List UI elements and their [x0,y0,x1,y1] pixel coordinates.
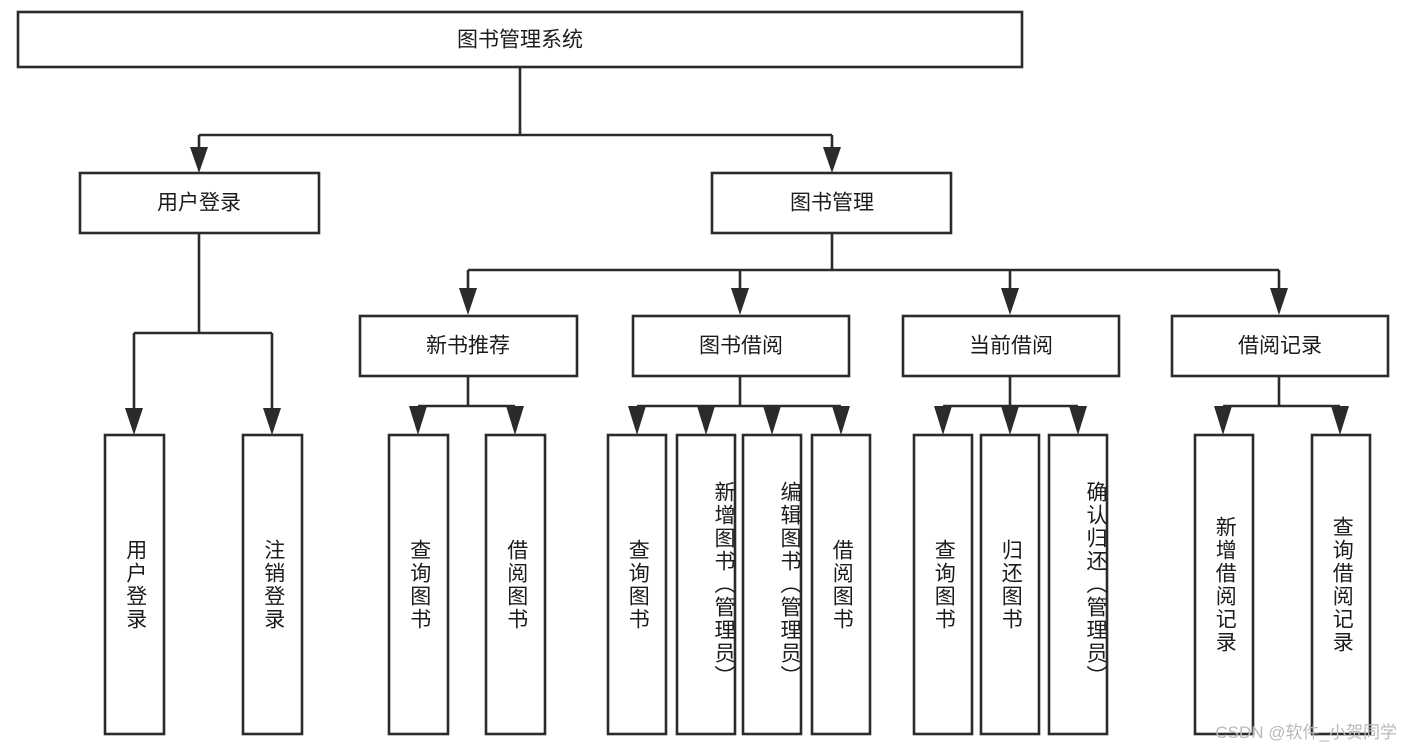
connector-user-login-to-leaves [125,233,281,435]
arrow-head-bb-leaf1 [628,406,646,435]
arrow-head-user-login [190,147,208,173]
leaf-label-edit-book-admin: 编辑图书（管理员） [778,481,801,688]
leaf-box-edit-book-admin[interactable] [741,433,803,736]
leaf-box-add-book-admin[interactable] [675,433,737,736]
node-current-borrow-box[interactable] [901,314,1121,378]
node-book-borrow-label: 图书借阅 [699,335,783,358]
connector-borrow-record-to-leaves [1214,376,1349,435]
node-current-borrow[interactable]: 当前借阅 [901,314,1121,378]
node-new-book-recommend-box[interactable] [358,314,579,378]
arrow-head-borrow-record [1270,288,1288,315]
arrow-head-book-mgmt [823,147,841,173]
arrow-head-bb-leaf3 [763,406,781,435]
leaf-box-add-borrow-record[interactable] [1193,433,1255,736]
node-borrow-record-box[interactable] [1170,314,1390,378]
node-new-book-recommend[interactable]: 新书推荐 [358,314,579,378]
connector-root-to-level1 [190,67,841,173]
leaf-box-logout[interactable] [241,433,304,736]
leaf-label-query-borrow-record: 查询借阅记录 [1330,515,1354,654]
watermark-text: CSDN @软件_小贺同学 [1215,723,1397,742]
arrow-head-bb-leaf4 [832,406,850,435]
arrow-head-cb-leaf2 [1001,406,1019,435]
arrow-head-cb-leaf1 [934,406,952,435]
arrow-head-leaf-user-login [125,408,143,435]
arrow-head-br-leaf2 [1331,406,1349,435]
connector-book-borrow-to-leaves [628,376,850,435]
connector-current-borrow-to-leaves [934,376,1087,435]
arrow-head-new-book [459,288,477,315]
arrow-head-br-leaf1 [1214,406,1232,435]
leaf-label-borrow-book-bb: 借阅图书 [830,538,854,631]
node-user-login-box[interactable] [78,171,321,235]
leaf-label-query-book-bb: 查询图书 [626,538,650,631]
node-book-borrow[interactable]: 图书借阅 [631,314,851,378]
leaf-box-user-login[interactable] [103,433,166,736]
leaf-label-add-book-admin: 新增图书（管理员） [712,481,735,688]
node-book-management-label: 图书管理 [790,192,874,215]
node-root-label: 图书管理系统 [457,29,583,52]
arrow-head-nb-leaf1 [409,406,427,435]
leaf-box-query-borrow-record[interactable] [1310,433,1372,736]
leaf-label-logout: 注销登录 [261,538,285,631]
node-book-borrow-box[interactable] [631,314,851,378]
connector-book-mgmt-to-level2 [459,233,1288,315]
leaf-label-borrow-book-nb: 借阅图书 [504,538,528,631]
arrow-head-current-borrow [1001,288,1019,315]
leaf-box-confirm-return-admin[interactable] [1047,433,1109,736]
arrow-head-nb-leaf2 [506,406,524,435]
leaf-box-borrow-book-bb[interactable] [810,433,872,736]
arrow-head-leaf-logout [263,408,281,435]
arrow-head-book-borrow [731,288,749,315]
leaf-label-query-book-cb: 查询图书 [932,538,956,631]
leaf-box-query-book-cb[interactable] [912,433,974,736]
node-root-system[interactable]: 图书管理系统 [16,10,1024,69]
arrow-head-bb-leaf2 [697,406,715,435]
node-borrow-record-label: 借阅记录 [1238,335,1322,358]
leaf-label-query-book-nb: 查询图书 [407,538,431,631]
leaf-label-confirm-return-admin: 确认归还（管理员） [1084,481,1107,688]
connector-new-book-to-leaves [409,376,524,435]
leaf-label-return-book: 归还图书 [999,538,1023,631]
node-user-login-label: 用户登录 [157,192,241,215]
node-current-borrow-label: 当前借阅 [969,335,1053,358]
leaf-label-user-login: 用户登录 [123,538,147,631]
node-borrow-record[interactable]: 借阅记录 [1170,314,1390,378]
node-book-management[interactable]: 图书管理 [710,171,953,235]
leaf-box-borrow-book-nb[interactable] [484,433,547,736]
arrow-head-cb-leaf3 [1069,406,1087,435]
node-book-management-box[interactable] [710,171,953,235]
leaf-box-query-book-nb[interactable] [387,433,450,736]
leaf-box-return-book[interactable] [979,433,1041,736]
node-root-box[interactable] [16,10,1024,69]
leaf-box-query-book-bb[interactable] [606,433,668,736]
node-new-book-recommend-label: 新书推荐 [426,335,510,358]
leaf-label-add-borrow-record: 新增借阅记录 [1213,515,1237,654]
node-user-login[interactable]: 用户登录 [78,171,321,235]
